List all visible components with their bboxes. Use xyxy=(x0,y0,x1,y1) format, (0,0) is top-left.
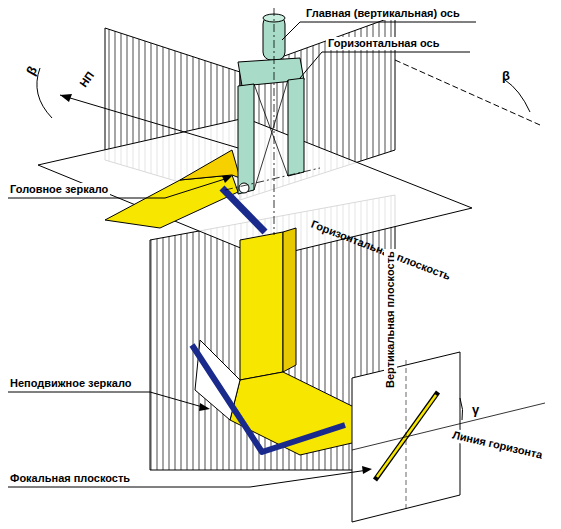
angle-label: β xyxy=(22,62,41,80)
line-label: Линия горизонта xyxy=(449,428,546,462)
angle-label: γ xyxy=(470,402,481,417)
axis-label: Главная (вертикальная) ось xyxy=(304,7,462,20)
plane-label: Вертикальная плоскость xyxy=(384,249,397,390)
part-name: Фокальная плоскость xyxy=(8,472,132,485)
direction-label: НП xyxy=(76,68,98,92)
part-name: Неподвижное зеркало xyxy=(8,377,133,390)
angle-label: β xyxy=(500,68,512,83)
axis-label: Горизонтальная ось xyxy=(326,37,441,50)
part-name: Головное зеркало xyxy=(8,183,110,196)
